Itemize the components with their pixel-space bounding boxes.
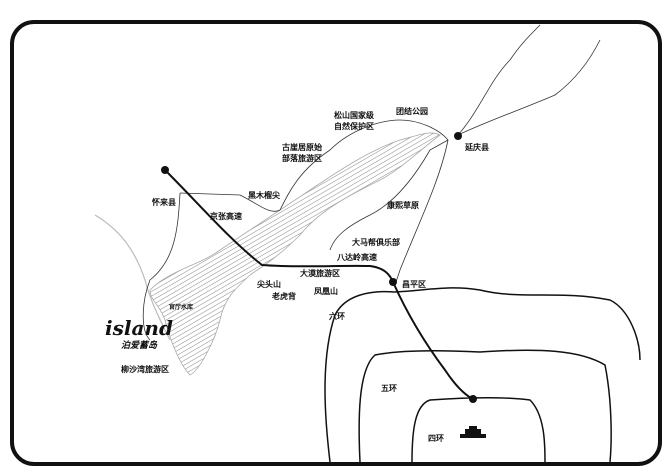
region-border (179, 119, 449, 286)
region-border (142, 192, 181, 341)
label-kangxi: 康熙草原 (387, 201, 419, 210)
label-yanqing: 延庆县 (465, 143, 489, 152)
label-songshan: 松山国家级自然保护区 (334, 111, 374, 131)
guanting-reservoir (149, 132, 441, 376)
badaling-expressway (392, 281, 474, 400)
river (94, 214, 171, 341)
label-guanting: 官厅水库 (169, 304, 194, 311)
ring-4 (411, 396, 546, 463)
label-jiantou: 尖头山 (257, 280, 281, 289)
label-ring6: 六环 (329, 312, 345, 321)
logo-en: island (105, 316, 173, 340)
changping-dot (389, 278, 397, 286)
ring-5 (358, 349, 612, 463)
map-border (10, 20, 662, 466)
label-ring5: 五环 (381, 384, 397, 393)
label-changping: 昌平区 (402, 280, 426, 289)
region-border (457, 39, 601, 136)
label-heimu: 黑木榴尖 (248, 191, 280, 200)
logo-cn: 泊爱蓄岛 (120, 341, 157, 351)
huailai-dot (161, 166, 169, 174)
label-liushawan: 柳沙湾旅游区 (121, 365, 169, 374)
tiananmen-icon (460, 426, 486, 438)
island-logo: island 泊爱蓄岛 (104, 318, 174, 351)
label-badaling: 八达岭高速 (337, 253, 377, 262)
region-border (457, 24, 541, 136)
label-tuanjie: 团结公园 (396, 107, 428, 116)
label-ring4: 四环 (428, 434, 444, 443)
jingzhang-expressway (164, 169, 394, 283)
label-damabang: 大马帮俱乐部 (352, 238, 400, 247)
label-huailai: 怀来县 (152, 198, 176, 207)
beijing-dot (469, 395, 477, 403)
label-laohu: 老虎背 (272, 292, 296, 301)
label-damo: 大漠旅游区 (300, 269, 340, 278)
region-border (329, 139, 449, 251)
label-guyaju: 古崖居原始部落旅游区 (282, 143, 322, 163)
ring-6 (324, 287, 641, 463)
label-fenghuang: 凤凰山 (314, 287, 338, 296)
yanqing-dot (454, 132, 462, 140)
label-jingzhang: 京张高速 (210, 212, 242, 221)
